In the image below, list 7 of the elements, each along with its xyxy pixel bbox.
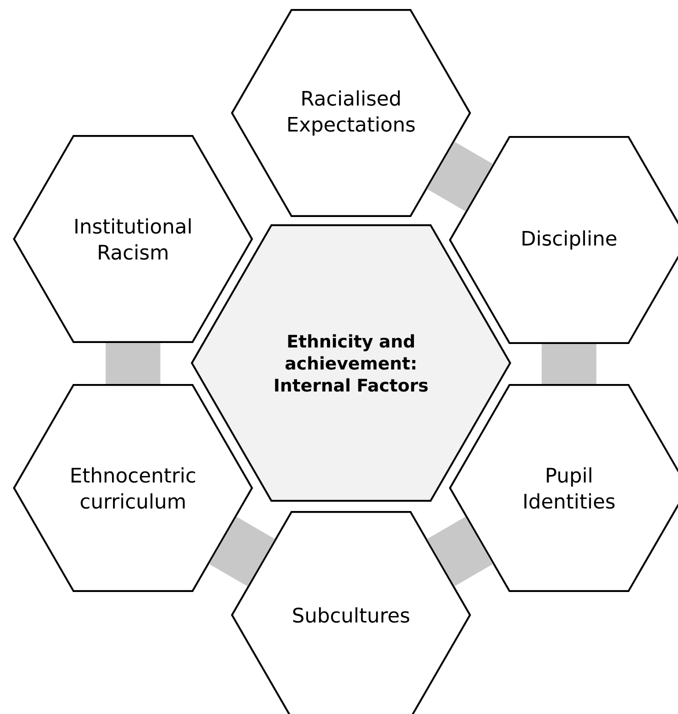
hexagon: Discipline	[448, 136, 678, 344]
hexagon: Pupil Identities	[448, 384, 678, 592]
connector-band	[427, 516, 493, 586]
connector-band	[542, 344, 596, 384]
connector-band	[209, 516, 275, 586]
connector-band	[106, 343, 160, 384]
connector-band	[427, 142, 493, 212]
